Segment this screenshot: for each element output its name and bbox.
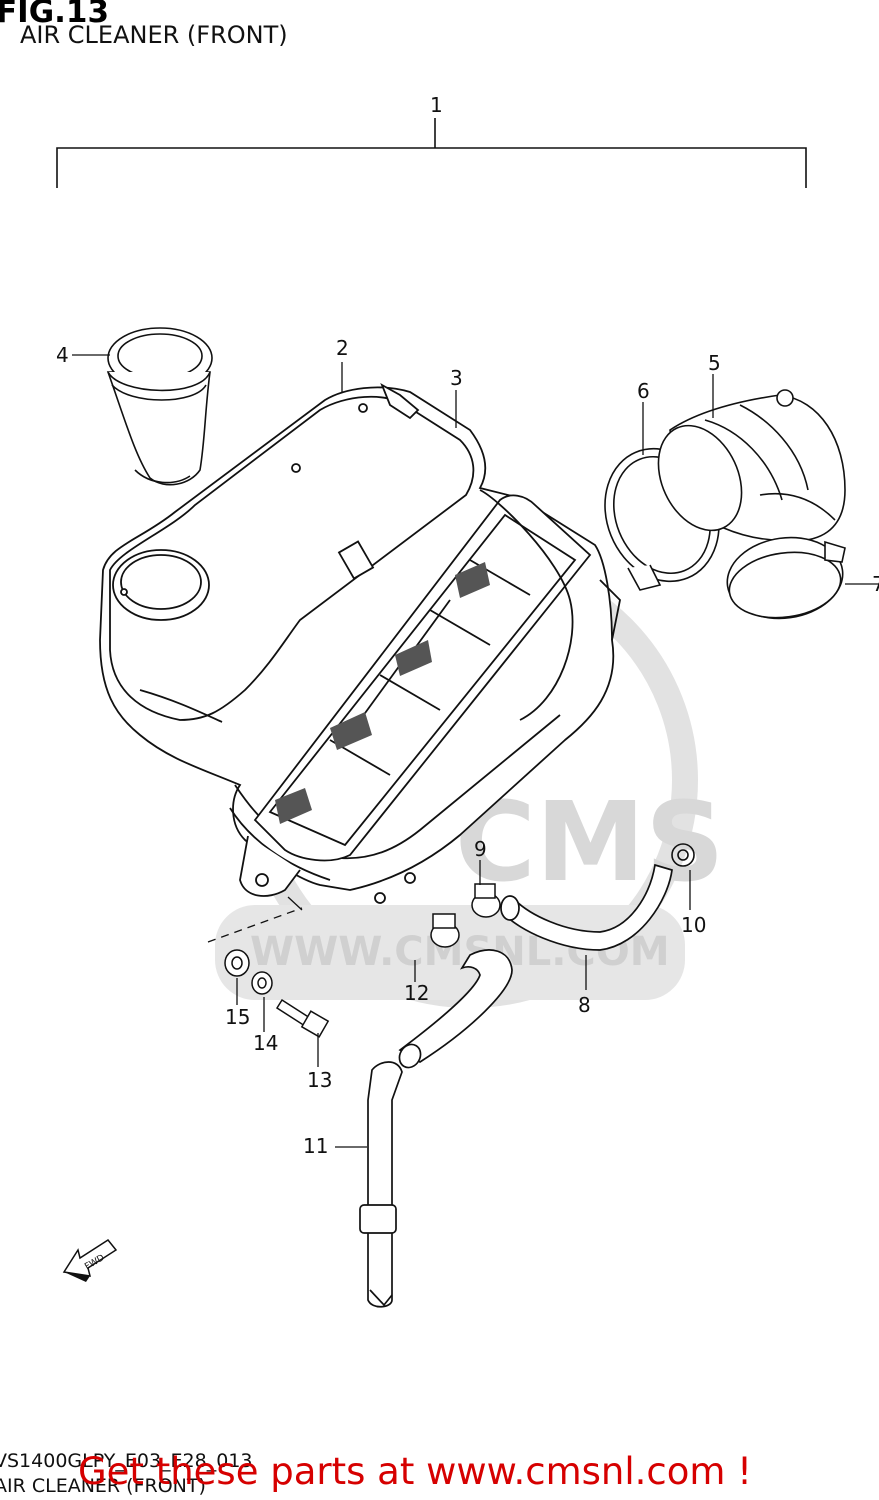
callout-12: 12: [404, 981, 429, 1005]
mounting-guide-line: [207, 896, 303, 943]
assembly-bracket: [56, 118, 807, 188]
promo-link[interactable]: Get these parts at www.cmsnl.com !: [78, 1450, 753, 1493]
callout-10: 10: [681, 913, 706, 937]
callout-8: 8: [578, 993, 591, 1017]
callout-9: 9: [474, 837, 487, 861]
figure-number: FIG.13: [0, 0, 110, 30]
callout-15: 15: [225, 1005, 250, 1029]
figure-title: AIR CLEANER (FRONT): [20, 21, 288, 49]
part-13-bolt: [275, 998, 330, 1038]
callout-13: 13: [307, 1068, 332, 1092]
callout-11: 11: [303, 1134, 328, 1158]
part-12-hose-clamp: [430, 913, 460, 948]
diagram-subtitle: AIR CLEANER (FRONT): [0, 1475, 206, 1497]
part-15-grommet: [224, 949, 250, 977]
part-7-clamp-band: [726, 536, 846, 620]
part-4-intake-funnel: [106, 327, 213, 486]
callout-14: 14: [253, 1031, 278, 1055]
part-10-clip: [671, 843, 695, 867]
callout-7: 7: [872, 572, 879, 596]
part-11-drain-hose: [359, 949, 513, 1308]
part-8-hose: [500, 863, 673, 951]
part-5-elbow-duct: [657, 389, 846, 542]
callout-6: 6: [637, 379, 650, 403]
part-9-hose-clamp: [471, 883, 501, 918]
diagram-code: VS1400GLPY_E03_E28_013: [0, 1450, 253, 1472]
part-14-washer: [251, 971, 273, 995]
callout-3: 3: [450, 366, 463, 390]
forward-direction-arrow: FWD: [62, 1239, 118, 1282]
leader-lines: [72, 354, 879, 1148]
callout-5: 5: [708, 351, 721, 375]
part-2-3-air-cleaner-housing: [99, 382, 621, 904]
callout-1: 1: [430, 93, 443, 117]
callout-2: 2: [336, 336, 349, 360]
callout-4: 4: [56, 343, 69, 367]
